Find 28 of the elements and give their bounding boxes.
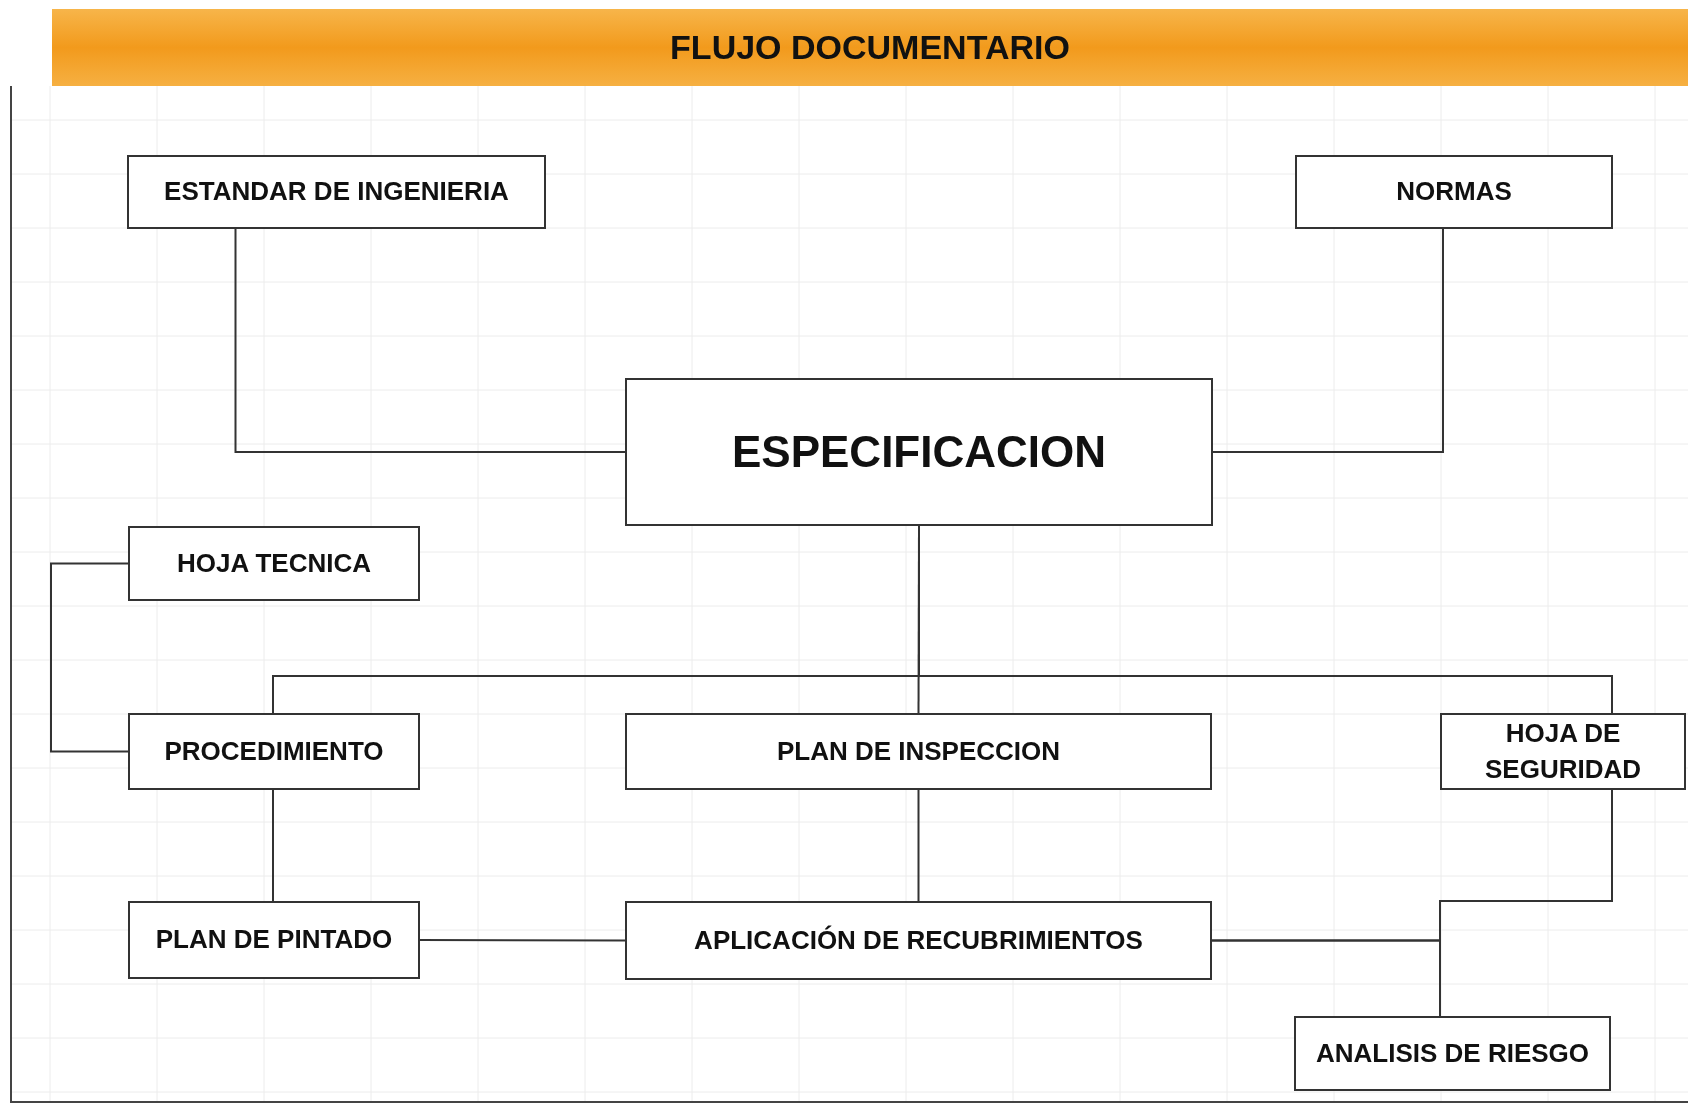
box-label: PLAN DE PINTADO bbox=[155, 923, 393, 957]
process-box bbox=[625, 901, 1212, 980]
process-box bbox=[1295, 155, 1613, 229]
process-box bbox=[127, 155, 546, 229]
connector-line bbox=[234, 228, 626, 453]
box-label: HOJA TECNICA bbox=[176, 546, 372, 580]
process-box bbox=[625, 713, 1212, 790]
process-box bbox=[625, 378, 1213, 526]
process-box bbox=[1440, 713, 1686, 790]
box-label: ESPECIFICACION bbox=[731, 426, 1106, 479]
connector-line bbox=[419, 939, 626, 942]
connector-line bbox=[50, 562, 129, 753]
box-label: HOJA DE SEGURIDAD bbox=[1484, 717, 1642, 786]
box-label: PLAN DE INSPECCION bbox=[776, 734, 1061, 768]
process-box bbox=[128, 713, 420, 790]
box-label: NORMAS bbox=[1396, 175, 1512, 209]
process-box bbox=[1294, 1016, 1611, 1091]
box-label: ESTANDAR DE INGENIERIA bbox=[164, 175, 509, 209]
connector-line bbox=[272, 789, 274, 902]
connector-line bbox=[1211, 939, 1441, 1017]
connector-line bbox=[1212, 228, 1444, 453]
box-label: PROCEDIMIENTO bbox=[164, 734, 384, 768]
box-label: ANALISIS DE RIESGO bbox=[1315, 1036, 1589, 1070]
diagram-title: FLUJO DOCUMENTARIO bbox=[670, 28, 1070, 67]
box-label: APLICACIÓN DE RECUBRIMIENTOS bbox=[694, 923, 1143, 957]
connector-line bbox=[917, 789, 920, 902]
process-box bbox=[128, 901, 420, 979]
process-box bbox=[128, 526, 420, 601]
